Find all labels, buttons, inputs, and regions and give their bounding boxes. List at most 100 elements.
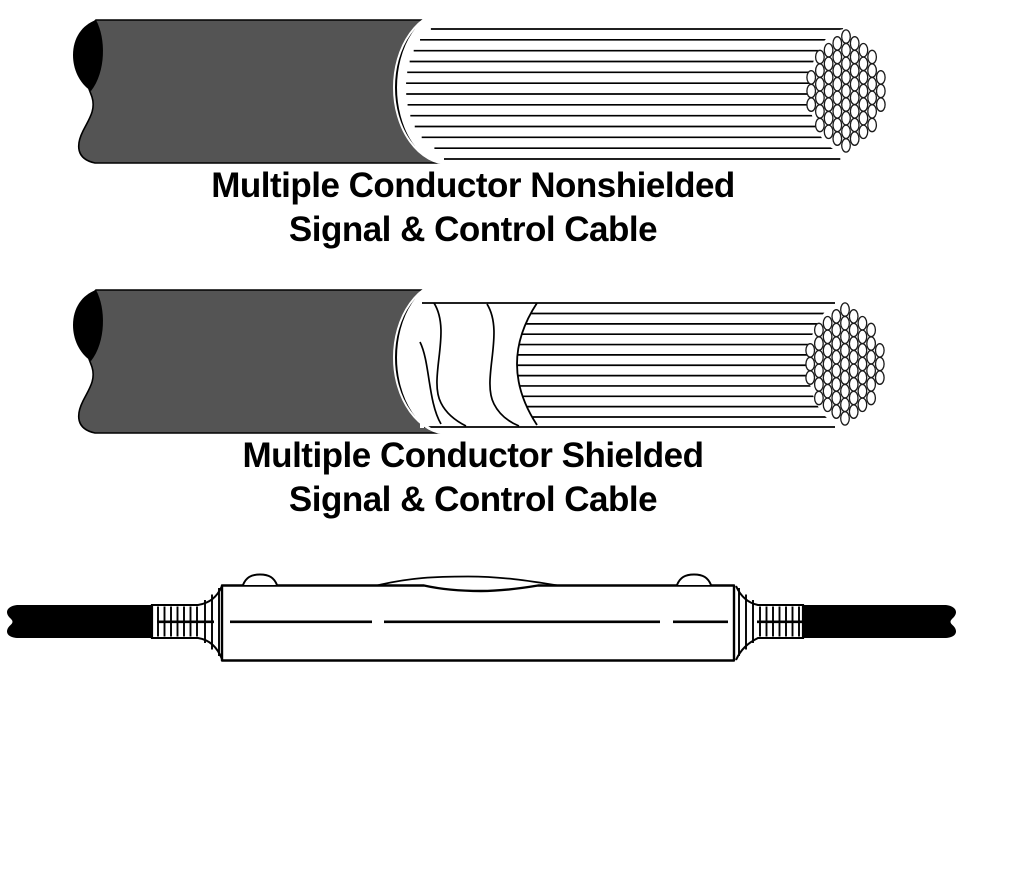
caption-line: Multiple Conductor Nonshielded bbox=[211, 166, 735, 205]
wire-strand bbox=[841, 70, 851, 85]
wire-strand bbox=[814, 90, 825, 106]
wire-strand bbox=[841, 124, 851, 140]
wire-strand bbox=[858, 83, 869, 99]
wire-strand bbox=[831, 309, 842, 324]
wire-strand bbox=[840, 302, 850, 317]
wire-strand bbox=[805, 370, 816, 385]
wire-strand bbox=[823, 110, 834, 126]
wire-strand bbox=[849, 131, 860, 146]
splice-illustration bbox=[6, 573, 957, 662]
wire-strand bbox=[848, 390, 859, 406]
wire-strand bbox=[874, 370, 885, 385]
wire-strand bbox=[866, 349, 877, 365]
wire-strand bbox=[831, 322, 842, 338]
wire-strand bbox=[849, 76, 860, 92]
wire-strand bbox=[858, 56, 869, 72]
wire-strand bbox=[823, 124, 834, 140]
wire-strand bbox=[867, 63, 878, 78]
wire-strand bbox=[849, 90, 860, 106]
wire-strand bbox=[866, 322, 877, 338]
wire-strand bbox=[831, 349, 842, 365]
wire-strand bbox=[857, 343, 868, 358]
wire-strand bbox=[832, 90, 843, 106]
strand-end-face bbox=[805, 302, 885, 426]
wire-strand bbox=[867, 90, 878, 106]
wire-strand bbox=[814, 63, 825, 78]
cable-jacket bbox=[77, 289, 449, 434]
wire-strand bbox=[874, 356, 885, 372]
wire-strand bbox=[848, 309, 859, 324]
wire-strand bbox=[867, 76, 878, 92]
wire-strand bbox=[822, 343, 833, 358]
bundle-cut-edge bbox=[516, 302, 538, 426]
wire-strand bbox=[849, 104, 860, 119]
wire-strand bbox=[832, 131, 843, 146]
wire-strand bbox=[840, 356, 850, 372]
wire-strand bbox=[858, 124, 869, 140]
wire-strand bbox=[840, 397, 850, 413]
wire-strand bbox=[867, 49, 878, 65]
splice-wrap-seam bbox=[376, 575, 559, 587]
wire-strand bbox=[823, 56, 834, 72]
wire-strand bbox=[832, 63, 843, 78]
wire-strand bbox=[831, 390, 842, 406]
wire-strand bbox=[813, 322, 824, 338]
wire-strand bbox=[874, 343, 885, 358]
wire-strand bbox=[857, 383, 868, 399]
wire-strand bbox=[831, 404, 842, 419]
wire-strand bbox=[840, 343, 850, 358]
splice-cable-left bbox=[6, 605, 152, 638]
wire-strand bbox=[832, 49, 843, 65]
wire-strand bbox=[822, 383, 833, 399]
wire-strand bbox=[840, 411, 850, 426]
wire-strand bbox=[875, 70, 886, 85]
wire-strand bbox=[849, 36, 860, 51]
splice-valve-bump-left bbox=[242, 573, 278, 586]
caption-line: Signal & Control Cable bbox=[288, 480, 658, 519]
wire-strand bbox=[866, 363, 877, 379]
wire-strand bbox=[866, 336, 877, 351]
wire-strand bbox=[848, 377, 859, 392]
wire-strand bbox=[857, 329, 868, 345]
wire-strand bbox=[857, 356, 868, 372]
wire-strand bbox=[848, 349, 859, 365]
wire-strand bbox=[841, 83, 851, 99]
splice-valve-bump-right bbox=[676, 573, 712, 586]
caption-line: Multiple Conductor Shielded bbox=[242, 436, 704, 475]
wire-strand bbox=[813, 390, 824, 406]
shield-wrap-curve bbox=[433, 302, 467, 427]
wire-strand bbox=[840, 383, 850, 399]
wire-strand bbox=[822, 356, 833, 372]
wire-strand bbox=[831, 377, 842, 392]
wire-strand bbox=[840, 329, 850, 345]
wire-strand bbox=[867, 117, 878, 133]
conductor-bundle bbox=[406, 28, 844, 160]
wire-strand bbox=[822, 370, 833, 385]
wire-strand bbox=[813, 349, 824, 365]
wire-strand bbox=[822, 329, 833, 345]
wire-strand bbox=[848, 404, 859, 419]
wire-strand bbox=[858, 110, 869, 126]
wire-strand bbox=[814, 76, 825, 92]
wire-strand bbox=[849, 117, 860, 133]
wire-strand bbox=[849, 63, 860, 78]
wire-strand bbox=[831, 363, 842, 379]
wire-strand bbox=[866, 390, 877, 406]
wire-strand bbox=[858, 42, 869, 58]
wire-strand bbox=[841, 56, 851, 72]
wire-strand bbox=[840, 370, 850, 385]
strand-end-face bbox=[806, 29, 886, 153]
wire-strand bbox=[832, 104, 843, 119]
wire-strand bbox=[849, 49, 860, 65]
wire-strand bbox=[806, 70, 817, 85]
jacket-cut-ring bbox=[393, 10, 450, 165]
wire-strand bbox=[814, 49, 825, 65]
wire-strand bbox=[823, 83, 834, 99]
wire-strand bbox=[858, 97, 869, 112]
wire-strand bbox=[841, 42, 851, 58]
wire-strand bbox=[832, 117, 843, 133]
cable-end-opening bbox=[73, 20, 103, 91]
wire-strand bbox=[823, 70, 834, 85]
